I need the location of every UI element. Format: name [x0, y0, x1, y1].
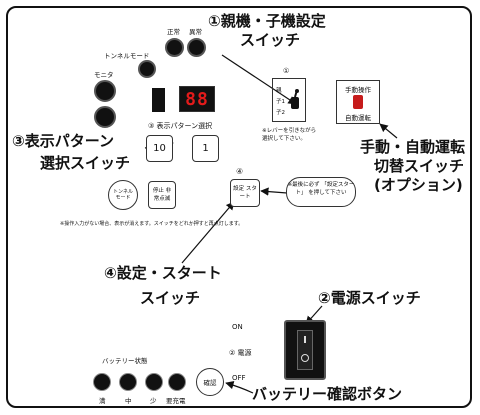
arrow-press-note [260, 187, 288, 196]
press-note: ※最後に必ず 「設定スタート」 を押して下さい [286, 177, 356, 207]
battery-full-lamp [93, 373, 111, 391]
battery-need-lamp [168, 373, 186, 391]
toggle-parent-label: 親 [276, 88, 282, 94]
callout-manual-line1: 手動・自動運転 [360, 138, 466, 156]
set-start-num: ④ [236, 167, 244, 176]
monitor-label: モニタ [94, 71, 114, 79]
toggle-lever-icon[interactable] [287, 89, 303, 115]
manual-auto-switch-box: 手動操作 自動運転 [336, 80, 380, 124]
parent-child-toggle-box: 親 子1 子2 [272, 78, 306, 122]
tunnel-mode-label: トンネルモード [104, 52, 150, 60]
callout-set-start-line2: スイッチ [140, 289, 201, 307]
monitor-knob-lower[interactable] [94, 106, 116, 128]
battery-low-label: 少 [150, 397, 157, 405]
monitor-knob-upper[interactable] [94, 80, 116, 102]
stop-flash-button[interactable]: 停止 非常点滅 [148, 181, 176, 209]
battery-state-label: バッテリー状態 [102, 357, 148, 365]
battery-mid-label: 中 [125, 397, 132, 405]
tunnel-mode-button[interactable]: トンネルモード [108, 180, 138, 210]
tunnel-mode-lamp [138, 60, 156, 78]
on-label: ON [232, 323, 243, 331]
digit-display: 88 [179, 86, 215, 112]
battery-full-label: 満 [99, 397, 106, 405]
pattern-10-button[interactable]: 10 [146, 135, 173, 162]
toggle-child2-label: 子2 [276, 110, 285, 116]
lever-note: ※レバーを引きながら 選択して下さい。 [262, 128, 317, 142]
notice-line: ※操作入力がない場合、表示が消えます。スイッチをどれか押すと再点灯します。 [60, 221, 244, 227]
display-blank-segment [152, 88, 165, 112]
toggle-child1-label: 子1 [276, 99, 285, 105]
normal-lamp [165, 38, 184, 57]
power-small-label: ② 電源 [229, 349, 252, 357]
power-off-mark [301, 354, 309, 362]
toggle-num: ① [283, 67, 290, 75]
callout-pattern-line1: ③表示パターン [12, 132, 114, 150]
auto-op-label: 自動運転 [345, 114, 371, 122]
arrow-parent-child [221, 54, 297, 105]
callout-battery-check: バッテリー確認ボタン [252, 385, 403, 403]
set-start-button[interactable]: 設定 スタート [230, 179, 260, 207]
normal-label: 正常 [167, 28, 180, 36]
pattern-select-label: ③ 表示パターン選択 [148, 122, 213, 130]
arrow-manual-auto [379, 123, 398, 139]
callout-pattern-line2: 選択スイッチ [40, 154, 131, 172]
power-on-mark [304, 336, 306, 343]
callout-parent-child-line1: ①親機・子機設定 [208, 12, 326, 30]
battery-check-button[interactable]: 確認 [196, 368, 224, 396]
abnormal-lamp [187, 38, 206, 57]
callout-set-start-line1: ④設定・スタート [104, 264, 222, 282]
callout-power: ②電源スイッチ [318, 289, 421, 307]
manual-op-label: 手動操作 [345, 86, 371, 94]
panel-frame [6, 6, 472, 408]
abnormal-label: 異常 [189, 28, 202, 36]
battery-low-lamp [145, 373, 163, 391]
callout-manual-line3: (オプション) [374, 176, 463, 194]
arrow-battery-check [225, 381, 254, 394]
off-label: OFF [232, 374, 246, 382]
power-switch[interactable] [284, 320, 326, 380]
battery-mid-lamp [119, 373, 137, 391]
arrow-set-start [181, 201, 235, 264]
pattern-1-button[interactable]: 1 [192, 135, 219, 162]
manual-auto-lever-icon[interactable] [353, 95, 363, 109]
callout-parent-child-line2: スイッチ [240, 31, 301, 49]
callout-manual-line2: 切替スイッチ [374, 157, 465, 175]
battery-need-label: 要充電 [166, 397, 186, 405]
